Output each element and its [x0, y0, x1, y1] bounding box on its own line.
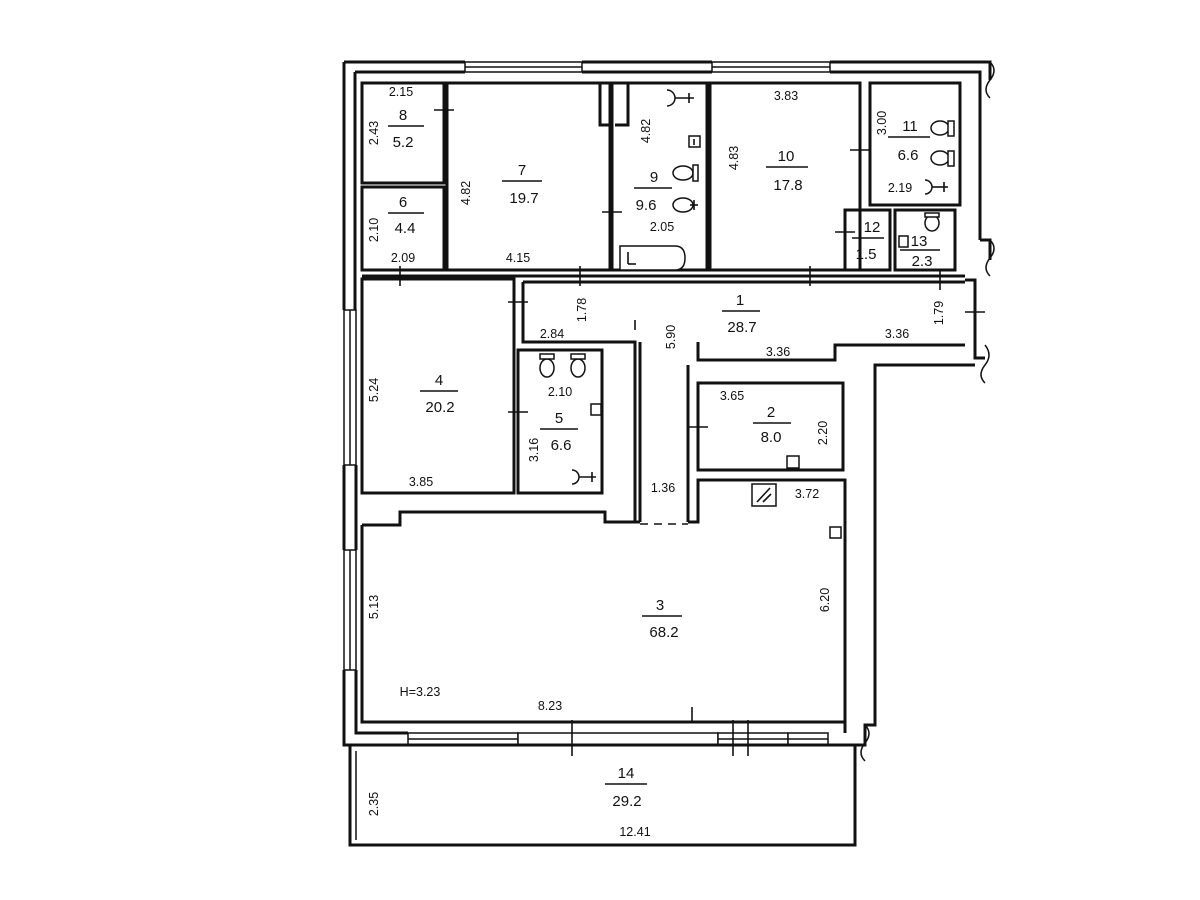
room-labels: 1 28.7 2 8.0 3 68.2 4 20.2 5 6.6 6 4.4 — [388, 107, 940, 810]
dimension-labels: 2.15 2.43 2.10 2.09 4.82 4.15 4.82 2.05 … — [367, 85, 946, 839]
room-10-label: 10 17.8 — [766, 148, 808, 194]
room-number: 9 — [650, 169, 658, 186]
water-heater-icon-5 — [590, 403, 602, 416]
dimension-label: 2.35 — [367, 792, 381, 816]
toilet-icon-13 — [924, 212, 940, 232]
dimension-label: 5.24 — [367, 378, 381, 402]
dimension-label: 4.83 — [727, 146, 741, 170]
room-6-label: 6 4.4 — [388, 194, 424, 237]
dimension-label: 1.78 — [575, 298, 589, 322]
room-number: 5 — [555, 410, 563, 427]
toilet-icon-11a — [930, 120, 955, 137]
bathtub-icon — [619, 245, 686, 271]
water-heater-icon-13 — [898, 235, 909, 248]
room-1-label: 1 28.7 — [722, 292, 760, 336]
water-heater-icon — [688, 135, 701, 148]
room-area: 6.6 — [551, 437, 572, 454]
sink-icon-11 — [924, 179, 948, 195]
dimension-label: 6.20 — [818, 588, 832, 612]
room-12-label: 12 1.5 — [852, 219, 884, 263]
water-heater-icon-2 — [786, 455, 800, 469]
dimension-label: 5.13 — [367, 595, 381, 619]
dimension-label: 2.19 — [888, 181, 912, 195]
room-area: 8.0 — [761, 429, 782, 446]
windows — [343, 61, 831, 746]
room-9-label: 9 9.6 — [634, 169, 672, 214]
dimension-label: 2.20 — [816, 421, 830, 445]
dimension-label: 2.84 — [540, 327, 564, 341]
room-area: 4.4 — [395, 220, 416, 237]
dimension-label: 2.05 — [650, 220, 674, 234]
dimension-label: 5.90 — [664, 325, 678, 349]
dimension-label: 3.65 — [720, 389, 744, 403]
toilet-icon-5b — [570, 353, 586, 378]
room-8-label: 8 5.2 — [388, 107, 424, 151]
room-4-label: 4 20.2 — [420, 372, 458, 416]
door-marks — [399, 109, 985, 756]
room-14-label: 14 29.2 — [605, 765, 647, 810]
room-number: 12 — [864, 219, 881, 236]
room-number: 2 — [767, 404, 775, 421]
dimension-label: 3.72 — [795, 487, 819, 501]
dimension-label: 3.83 — [774, 89, 798, 103]
dimension-label: 4.15 — [506, 251, 530, 265]
room-area: 9.6 — [636, 197, 657, 214]
dimension-label: 4.82 — [459, 181, 473, 205]
dimension-label: 3.36 — [766, 345, 790, 359]
water-heater-icon-3 — [829, 526, 842, 539]
balcony — [348, 743, 857, 847]
room-number: 6 — [399, 194, 407, 211]
room-area: 20.2 — [425, 399, 454, 416]
dimension-label: 12.41 — [619, 825, 650, 839]
dimension-label: 1.79 — [932, 301, 946, 325]
electrical-panel-icon — [751, 483, 777, 507]
dimension-label: 3.36 — [885, 327, 909, 341]
room-area: 68.2 — [649, 624, 678, 641]
room-number: 7 — [518, 162, 526, 179]
bidet-icon — [672, 197, 698, 213]
room-area: 1.5 — [856, 246, 877, 263]
dimension-label: 3.00 — [875, 111, 889, 135]
dimension-label: 2.10 — [548, 385, 572, 399]
toilet-icon — [672, 164, 699, 182]
room-area: 6.6 — [898, 147, 919, 164]
dimension-label: 8.23 — [538, 699, 562, 713]
sink-icon-5 — [571, 469, 596, 485]
sink-icon — [666, 89, 694, 107]
dimension-label: 2.09 — [391, 251, 415, 265]
room-area: 29.2 — [612, 793, 641, 810]
room-7-label: 7 19.7 — [502, 162, 542, 207]
interior-walls — [360, 81, 965, 724]
room-number: 14 — [618, 765, 635, 782]
room-number: 4 — [435, 372, 443, 389]
room-number: 8 — [399, 107, 407, 124]
toilet-icon-11b — [930, 150, 955, 167]
room-area: 2.3 — [912, 253, 933, 270]
room-number: 1 — [736, 292, 744, 309]
room-5-label: 5 6.6 — [540, 410, 578, 454]
room-11-label: 11 6.6 — [888, 118, 930, 164]
room-area: 5.2 — [393, 134, 414, 151]
dimension-label: 2.15 — [389, 85, 413, 99]
dimension-label: 2.43 — [367, 121, 381, 145]
room-3-label: 3 68.2 — [642, 597, 682, 641]
room-number: 10 — [778, 148, 795, 165]
fixtures — [539, 89, 955, 539]
room-number: 3 — [656, 597, 664, 614]
room-area: 28.7 — [727, 319, 756, 336]
room-area: 19.7 — [509, 190, 538, 207]
dimension-label: 2.10 — [367, 218, 381, 242]
room-2-label: 2 8.0 — [753, 404, 791, 446]
room-number: 11 — [902, 118, 918, 135]
room-area: 17.8 — [773, 177, 802, 194]
dimension-label: 3.85 — [409, 475, 433, 489]
room-13-label: 13 2.3 — [900, 233, 940, 270]
dimension-label: 1.36 — [651, 481, 675, 495]
toilet-icon-5a — [539, 353, 555, 378]
dimension-label: 3.16 — [527, 438, 541, 462]
dimension-label: 4.82 — [639, 119, 653, 143]
room-number: 13 — [911, 233, 928, 250]
ceiling-height-label: H=3.23 — [400, 685, 441, 699]
